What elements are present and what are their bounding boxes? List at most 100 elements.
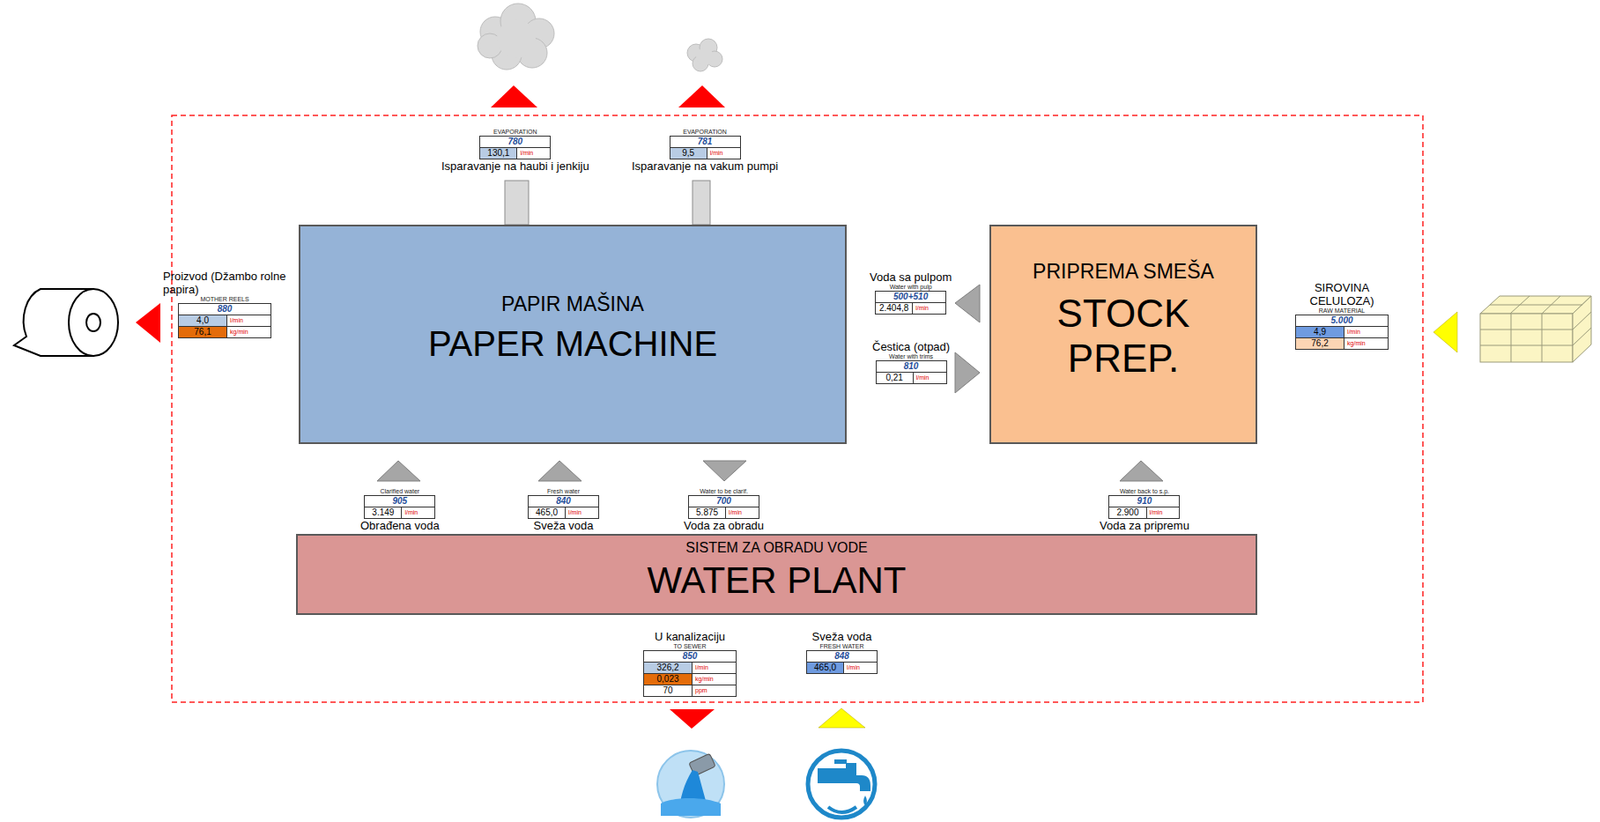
- flow-caption: Sveža voda: [533, 518, 594, 533]
- stream-table: 9102.900l/min: [1108, 495, 1180, 519]
- flow-table: Water back to s.p.9102.900l/minVoda za p…: [1099, 488, 1190, 533]
- flow-table: Water to be clarif.7005.875l/minVoda za …: [683, 488, 764, 533]
- stream-name: EVAPORATION: [493, 128, 538, 136]
- exhaust-stack: [504, 180, 529, 225]
- box-subtitle: PRIPREMA SMEŠA: [1032, 259, 1215, 283]
- value-row: 76,2kg/min: [1296, 337, 1388, 349]
- stream-number: 880: [178, 303, 271, 315]
- flow-caption: Obrađena voda: [360, 518, 440, 533]
- exhaust-stack: [692, 180, 711, 225]
- flow-table: Fresh water840465,0l/minSveža voda: [527, 488, 600, 533]
- unit-label: l/min: [1344, 326, 1388, 338]
- value-row: 4,0l/min: [178, 314, 271, 326]
- unit-label: l/min: [227, 315, 271, 326]
- box-title: STOCK PREP.: [1035, 291, 1212, 381]
- value-row: 130,1l/min: [480, 147, 550, 159]
- value-row: 70ppm: [644, 684, 736, 697]
- flow-caption: Voda sa pulpom: [869, 270, 952, 284]
- unit-label: kg/min: [1344, 338, 1388, 349]
- stream-number: 5.000: [1296, 315, 1388, 326]
- stream-number: 500+510: [875, 291, 946, 303]
- flow-value: 2.900: [1109, 507, 1147, 519]
- steam-cloud: [687, 38, 723, 72]
- stream-table: 7005.875l/min: [688, 495, 760, 519]
- process-box: PAPIR MAŠINAPAPER MACHINE: [298, 224, 847, 445]
- flow-value: 130,1: [480, 148, 518, 159]
- stream-number: 840: [528, 496, 599, 507]
- unit-label: l/min: [565, 507, 599, 519]
- unit-label: kg/min: [227, 326, 271, 338]
- flow-caption: Voda za pripremu: [1099, 518, 1190, 533]
- unit-label: l/min: [401, 507, 435, 519]
- flow-table: Clarified water9053.149l/minObrađena vod…: [360, 488, 440, 533]
- paper-roll: [14, 288, 119, 356]
- stream-table: 5.0004,9l/min76,2kg/min: [1295, 314, 1389, 350]
- unit-label: kg/min: [692, 674, 736, 685]
- flow-caption: SIROVINA CELULOZA): [1301, 281, 1383, 308]
- stream-number: 781: [670, 136, 741, 148]
- flow-table: Voda sa pulpomWater with pulp500+5102.40…: [869, 270, 952, 315]
- stream-name: Fresh water: [547, 488, 580, 496]
- unit-label: l/min: [707, 148, 741, 159]
- flow-table: Proizvod (Džambo rolne papira)MOTHER REE…: [162, 269, 287, 339]
- flow-caption: Sveža voda: [812, 629, 873, 644]
- flow-caption: U kanalizaciju: [654, 629, 726, 644]
- stream-name: TO SEWER: [673, 643, 706, 651]
- flow-caption: Isparavanje na vakum pumpi: [631, 159, 778, 173]
- stream-number: 780: [480, 136, 550, 148]
- unit-label: l/min: [844, 662, 877, 674]
- unit-label: l/min: [913, 372, 947, 384]
- stream-number: 700: [688, 496, 759, 507]
- flow-arrow: [538, 460, 582, 482]
- stream-name: FRESH WATER: [819, 643, 864, 651]
- flow-arrow: [377, 460, 421, 482]
- stream-name: Clarified water: [379, 488, 420, 496]
- box-title: WATER PLANT: [646, 559, 906, 602]
- unit-label: l/min: [1147, 507, 1180, 519]
- flow-value: 0,21: [876, 372, 914, 384]
- stream-table: 500+5102.404,8l/min: [874, 290, 947, 315]
- flow-caption: Proizvod (Džambo rolne papira): [162, 269, 287, 297]
- flow-table: Čestica (otpad)Water with trims8100,21l/…: [872, 340, 950, 385]
- stream-name: Water back to s.p.: [1119, 488, 1170, 496]
- unit-label: l/min: [725, 507, 759, 519]
- flow-value: 9,5: [670, 148, 708, 159]
- flow-value: 0,023: [644, 674, 693, 685]
- flow-table: SIROVINA CELULOZA)RAW MATERIAL5.0004,9l/…: [1295, 281, 1389, 350]
- flow-table: EVAPORATION7819,5l/minIsparavanje na vak…: [631, 128, 778, 173]
- stream-table: 850326,2l/min0,023kg/min70ppm: [643, 650, 737, 697]
- stream-number: 905: [364, 496, 435, 507]
- stream-name: Water with trims: [888, 353, 934, 361]
- stream-table: 8804,0l/min76,1kg/min: [177, 303, 272, 339]
- flow-arrow: [955, 284, 980, 323]
- process-box: SISTEM ZA OBRADU VODEWATER PLANT: [296, 533, 1258, 615]
- inflow-arrow: [818, 708, 866, 728]
- flow-value: 3.149: [364, 507, 402, 519]
- system-boundary: [171, 115, 1423, 703]
- value-row: 4,9l/min: [1296, 325, 1388, 338]
- value-row: 3.149l/min: [364, 506, 435, 519]
- stream-number: 848: [807, 651, 877, 662]
- value-row: 2.900l/min: [1109, 506, 1179, 519]
- stream-name: Water with pulp: [889, 283, 933, 291]
- stream-table: 8100,21l/min: [875, 360, 948, 385]
- stream-table: 7819,5l/min: [669, 135, 741, 160]
- flow-table: EVAPORATION780130,1l/minIsparavanje na h…: [441, 128, 590, 173]
- stream-name: EVAPORATION: [682, 128, 727, 136]
- unit-label: ppm: [692, 685, 736, 697]
- flow-value: 4,0: [178, 315, 228, 326]
- stream-number: 810: [876, 361, 947, 372]
- value-row: 76,1kg/min: [178, 325, 271, 338]
- flow-arrow: [955, 352, 980, 393]
- stream-number: 850: [644, 651, 736, 662]
- flow-value: 326,2: [644, 662, 693, 674]
- flow-table: Sveža vodaFRESH WATER848465,0l/min: [806, 629, 878, 675]
- stream-table: 9053.149l/min: [363, 495, 436, 519]
- flow-value: 70: [644, 685, 693, 697]
- sewer-icon: [657, 750, 725, 818]
- flow-arrow: [703, 460, 747, 482]
- stream-name: Water to be clarif.: [699, 488, 749, 496]
- unit-label: l/min: [912, 303, 946, 314]
